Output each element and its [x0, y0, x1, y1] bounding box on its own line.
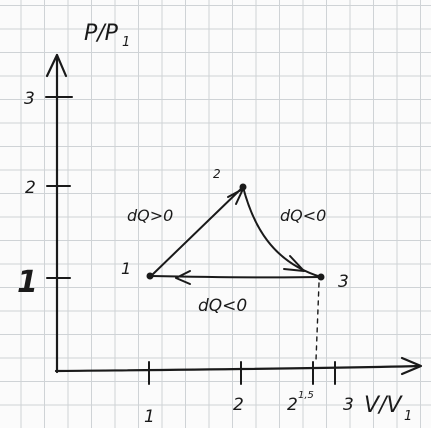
state-point-3 — [317, 273, 325, 281]
x-tick-label-1: 1 — [144, 407, 155, 427]
x-axis-arrowhead — [400, 356, 423, 376]
x-axis-label-subscript: 1 — [404, 409, 412, 424]
x-tick-label-2-875: 2 — [287, 395, 298, 415]
state-label-3: 3 — [338, 272, 349, 292]
arrow-2-3 — [283, 255, 305, 272]
process-label-3-1: dQ<0 — [198, 296, 247, 316]
y-axis-label: P/P — [84, 21, 119, 46]
x-tick-label-superscript: 1,5 — [298, 390, 314, 401]
process-3-1 — [150, 275, 322, 279]
x-axis — [54, 364, 422, 373]
y-tick-label-3: 3 — [24, 89, 35, 109]
x-axis-label: V/V — [364, 393, 403, 418]
process-label-1-2: dQ>0 — [127, 206, 173, 225]
process-1-2 — [150, 186, 244, 277]
state-label-1: 1 — [121, 259, 131, 278]
state-label-2: 2 — [213, 167, 221, 181]
process-label-2-3: dQ<0 — [280, 206, 326, 225]
process-2-3 — [242, 186, 322, 278]
y-axis-label-subscript: 1 — [122, 35, 130, 50]
y-tick-label-1: 1 — [17, 265, 38, 300]
y-tick-label-2: 2 — [25, 178, 36, 198]
arrow-1-2 — [227, 188, 244, 205]
state-point-2 — [239, 183, 247, 191]
y-axis — [55, 53, 59, 374]
drop-line-v3 — [315, 282, 320, 361]
arrow-3-1 — [175, 270, 191, 285]
x-tick-label-2: 2 — [233, 395, 244, 415]
x-tick-label-3: 3 — [343, 395, 354, 415]
state-point-1 — [146, 272, 154, 280]
y-axis-arrowhead — [45, 53, 68, 78]
